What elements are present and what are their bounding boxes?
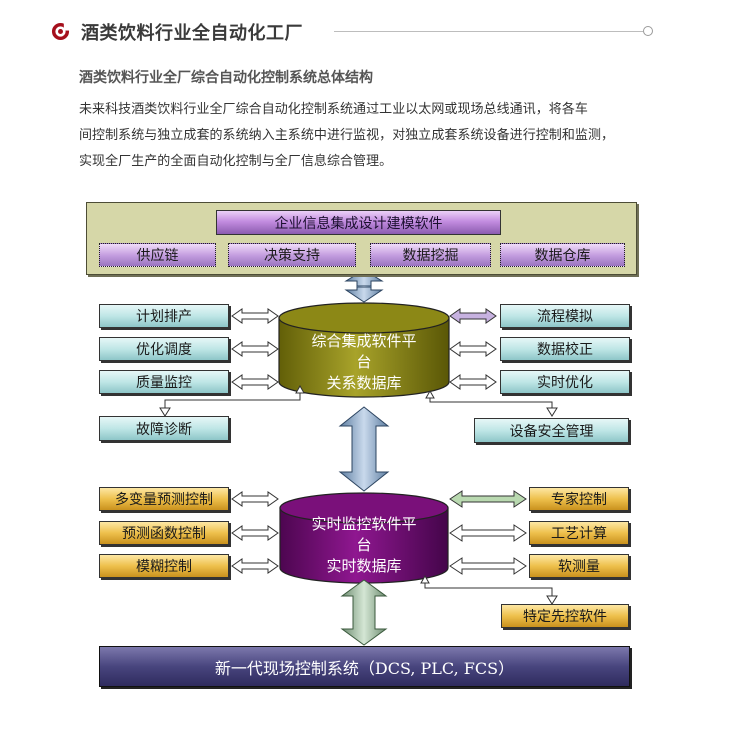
module-supply-chain: 供应链: [99, 243, 216, 267]
module-optimized-dispatch: 优化调度: [99, 337, 229, 361]
header-ring-icon: [51, 22, 70, 41]
header-circle-icon: [643, 26, 653, 36]
intro-line-3: 实现全厂生产的全面自动化控制与全厂信息综合管理。: [79, 154, 393, 169]
module-process-calculation: 工艺计算: [529, 521, 629, 545]
realtime-platform-label-line-3: 实时数据库: [326, 557, 402, 575]
module-equipment-safety: 设备安全管理: [474, 418, 629, 443]
intro-line-2: 间控制系统与独立成套的系统纳入主系统中进行监视，对独立成套系统设备进行控制和监测…: [79, 128, 615, 143]
module-fuzzy-control: 模糊控制: [99, 554, 229, 578]
integration-platform-cylinder: [278, 302, 450, 398]
module-soft-sensing: 软测量: [529, 554, 629, 578]
module-realtime-optimization: 实时优化: [500, 370, 630, 394]
field-control-system-box: 新一代现场控制系统（DCS, PLC, FCS）: [99, 646, 630, 687]
integration-platform-label-line-1: 综合集成软件平: [311, 332, 417, 350]
intro-line-1: 未来科技酒类饮料行业全厂综合自动化控制系统通过工业以太网或现场总线通讯，将各车: [79, 102, 588, 117]
realtime-platform-label: 实时监控软件平 台 实时数据库: [284, 514, 444, 577]
module-fault-diagnosis: 故障诊断: [99, 416, 229, 441]
integration-platform-label-line-3: 关系数据库: [326, 374, 402, 392]
platform-to-field-arrow: [340, 579, 388, 646]
page-title: 酒类饮料行业全自动化工厂: [81, 23, 303, 44]
realtime-platform-label-line-1: 实时监控软件平: [311, 515, 417, 533]
module-advanced-control-software: 特定先控软件: [501, 604, 629, 628]
lower-right-arrows: [449, 490, 527, 575]
integration-platform-label: 综合集成软件平 台 关系数据库: [284, 331, 444, 394]
module-expert-control: 专家控制: [529, 487, 629, 511]
upper-left-arrows: [231, 308, 279, 390]
platform-to-platform-arrow: [338, 406, 390, 492]
module-data-mining: 数据挖掘: [370, 243, 491, 267]
enterprise-software-box: 企业信息集成设计建模软件: [216, 210, 501, 235]
realtime-platform-cylinder: [279, 492, 449, 584]
realtime-platform-label-line-2: 台: [356, 536, 372, 554]
module-production-scheduling: 计划排产: [99, 304, 229, 328]
module-data-correction: 数据校正: [500, 337, 630, 361]
module-quality-monitoring: 质量监控: [99, 370, 229, 394]
lower-elbow-connector: [424, 580, 553, 598]
section-subtitle: 酒类饮料行业全厂综合自动化控制系统总体结构: [79, 70, 373, 86]
module-decision-support: 决策支持: [228, 243, 356, 267]
module-process-simulation: 流程模拟: [500, 304, 630, 328]
upper-right-arrows: [449, 308, 497, 390]
module-multivariable-predictive-control: 多变量预测控制: [99, 487, 229, 511]
module-predictive-function-control: 预测函数控制: [99, 521, 229, 545]
lower-left-arrows: [231, 491, 279, 574]
header-divider: [334, 31, 643, 32]
integration-platform-label-line-2: 台: [356, 353, 372, 371]
module-data-warehouse: 数据仓库: [500, 243, 625, 267]
panel-to-platform-arrow: [344, 269, 384, 303]
